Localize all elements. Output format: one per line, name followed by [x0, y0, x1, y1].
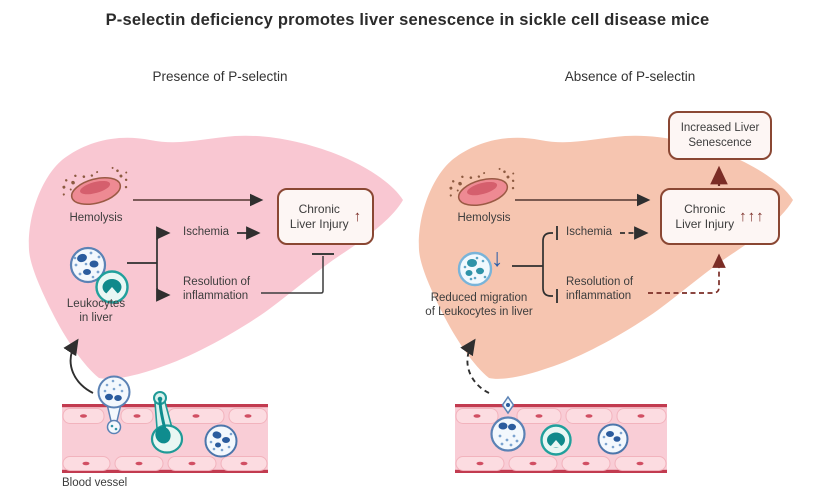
subtitle-presence: Presence of P-selectin — [152, 69, 288, 84]
granule-dots — [463, 256, 487, 281]
granule-dots — [103, 379, 124, 393]
blood-vessel-left — [62, 375, 268, 473]
leukocyte-neutrophil-icon-left — [69, 246, 107, 284]
blocked-leukocyte-right — [490, 395, 526, 452]
rbc-fragment-speckles — [449, 167, 515, 197]
hemolysis-label-right: Hemolysis — [457, 212, 511, 224]
resolution-label-right: Resolution of inflammation — [566, 276, 634, 302]
leukocytes-label-left: Leukocytes in liver — [66, 298, 126, 324]
leukocyte-in-lumen-left — [204, 424, 238, 458]
hemolysis-rbc-icon — [62, 166, 128, 206]
monocyte-in-lumen-right — [540, 424, 572, 456]
blood-vessel-label: Blood vessel — [62, 477, 128, 489]
chronic-liver-injury-box-left: Chronic Liver Injury ↑ — [277, 188, 374, 245]
leukocyte-branch-connector-left — [127, 226, 171, 302]
ischemia-label-left: Ischemia — [183, 226, 230, 238]
granule-dots — [73, 251, 101, 279]
migration-curved-arrow-right — [460, 338, 490, 394]
resolution-label-left: Resolution of inflammation — [183, 276, 251, 302]
granule-dots — [498, 434, 519, 447]
granule-dots — [602, 431, 623, 449]
increased-liver-senescence-text: Increased Liver Senescence — [680, 122, 760, 149]
granule-dots — [209, 432, 233, 452]
chronic-liver-injury-text-right: Chronic Liver Injury — [675, 201, 735, 231]
endothelial-nuclei — [80, 414, 252, 466]
increase-arrow-left: ↑ — [353, 208, 362, 225]
rbc-fragment-speckles — [62, 166, 128, 196]
increase-arrows-right: ↑↑↑ — [739, 208, 765, 225]
hemolysis-label-left: Hemolysis — [69, 212, 123, 224]
chronic-liver-injury-box-right: Chronic Liver Injury ↑↑↑ — [660, 188, 780, 245]
migration-decrease-arrow-icon: ↓ — [491, 244, 504, 272]
endothelial-nuclei — [473, 414, 645, 466]
figure-title: P-selectin deficiency promotes liver sen… — [105, 11, 710, 29]
leukocyte-in-lumen-right — [597, 423, 629, 455]
monocyte-icon-left — [95, 270, 129, 304]
dashed-arrow-resolution-to-injury-right — [648, 253, 726, 294]
hemolysis-rbc-icon-right — [449, 167, 515, 207]
chronic-liver-injury-text-left: Chronic Liver Injury — [289, 201, 349, 231]
transmigrating-monocyte-left — [150, 391, 184, 454]
transmigrating-leukocyte-left — [97, 375, 131, 435]
reduced-migration-label: Reduced migration of Leukocytes in liver — [425, 292, 533, 318]
leukocyte-icon-right — [457, 251, 493, 287]
increased-liver-senescence-box: Increased Liver Senescence — [668, 111, 772, 160]
migration-curved-arrow-left — [63, 338, 94, 394]
blood-vessel-right — [455, 395, 667, 473]
ischemia-label-right: Ischemia — [566, 226, 613, 238]
leukocyte-branch-connector-right — [512, 226, 558, 303]
inhibition-line-left — [261, 253, 334, 294]
endothelial-cells-bottom — [455, 456, 667, 471]
subtitle-absence: Absence of P-selectin — [564, 69, 696, 84]
